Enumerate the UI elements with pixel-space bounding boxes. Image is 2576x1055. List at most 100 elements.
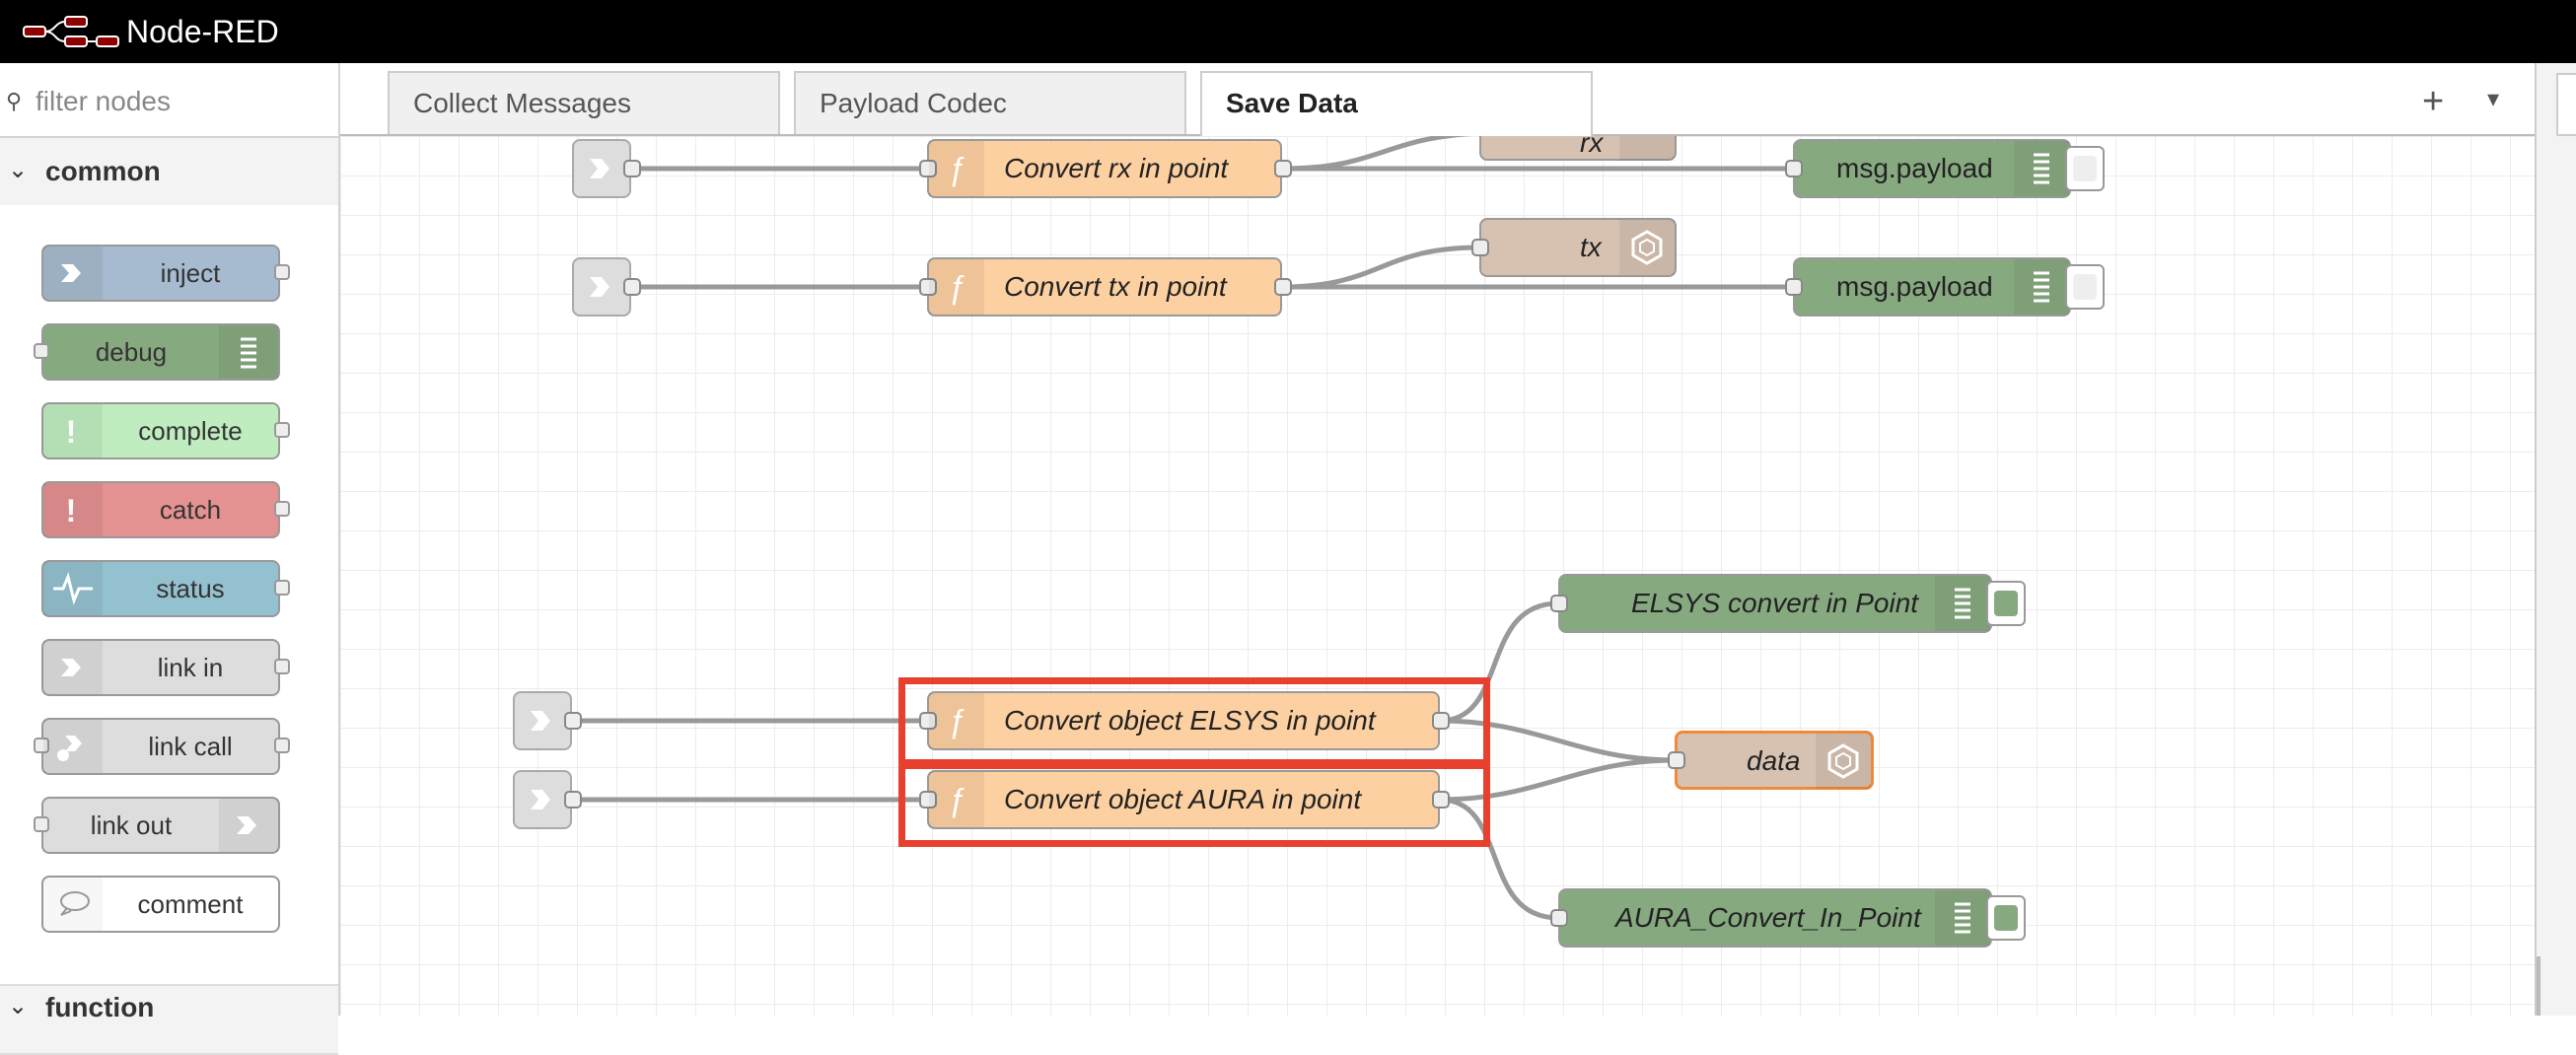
- palette-node-complete[interactable]: ! complete: [41, 402, 290, 459]
- add-flow-button[interactable]: +: [2422, 81, 2445, 122]
- link-in-node[interactable]: [513, 770, 582, 829]
- comment-icon: [43, 878, 103, 931]
- list-icon: [2014, 259, 2069, 315]
- link-in-icon: [574, 141, 629, 196]
- chevron-down-icon: ⌄: [8, 993, 29, 1020]
- flow-workspace[interactable]: [340, 136, 2535, 1016]
- tab-collect-messages[interactable]: Collect Messages: [388, 71, 780, 134]
- debug-node-rx[interactable]: msg.payload: [1785, 139, 2071, 198]
- output-port[interactable]: [1274, 278, 1292, 296]
- exclamation-icon: !: [43, 483, 103, 536]
- node-label: msg.payload: [1836, 153, 1993, 183]
- link-in-icon: [515, 772, 570, 827]
- output-port[interactable]: [623, 160, 641, 177]
- palette-node-status[interactable]: status: [41, 560, 290, 617]
- function-node-rx[interactable]: ƒ Convert rx in point: [919, 139, 1292, 198]
- output-port[interactable]: [564, 791, 582, 809]
- palette-node-link-in[interactable]: link in: [41, 639, 290, 696]
- debug-toggle[interactable]: [2065, 264, 2105, 310]
- list-icon: [1935, 890, 1990, 946]
- function-node-aura[interactable]: ƒ Convert object AURA in point: [919, 770, 1450, 829]
- palette-node-catch[interactable]: ! catch: [41, 481, 290, 538]
- filter-nodes-input[interactable]: [34, 79, 323, 124]
- debug-node-elsys[interactable]: ELSYS convert in Point: [1550, 574, 1992, 633]
- palette-node-label: link call: [148, 732, 233, 761]
- tab-menu-button[interactable]: ▾: [2487, 86, 2500, 112]
- output-port[interactable]: [1432, 791, 1450, 809]
- debug-toggle[interactable]: [1986, 895, 2026, 941]
- debug-node-aura[interactable]: AURA_Convert_In_Point: [1550, 888, 1992, 948]
- output-port: [274, 580, 290, 596]
- header-bar: [0, 0, 2576, 63]
- input-port[interactable]: [919, 160, 937, 177]
- list-icon: [1935, 576, 1990, 631]
- output-port[interactable]: [1432, 712, 1450, 730]
- palette-node-link-call[interactable]: link call: [34, 718, 290, 775]
- debug-toggle[interactable]: [1986, 581, 2026, 626]
- palette-node-label: link out: [90, 810, 173, 840]
- palette-node-label: catch: [159, 495, 222, 525]
- output-port: [274, 422, 290, 438]
- exclamation-icon: !: [43, 404, 103, 457]
- palette-node-link-out[interactable]: link out: [34, 797, 280, 854]
- list-icon: [219, 325, 278, 379]
- output-port[interactable]: [1274, 160, 1292, 177]
- palette-node-inject[interactable]: inject: [41, 245, 290, 302]
- function-icon: ƒ: [929, 693, 984, 748]
- highlight-box-aura: [898, 762, 1490, 847]
- output-port[interactable]: [564, 712, 582, 730]
- node-label: AURA_Convert_In_Point: [1615, 902, 1921, 933]
- palette-node-comment[interactable]: comment: [41, 876, 280, 933]
- scrollbar[interactable]: [2537, 956, 2540, 1016]
- websocket-icon: [1816, 734, 1871, 789]
- input-port[interactable]: [1550, 595, 1568, 612]
- category-label: common: [45, 156, 161, 186]
- palette-node-label: status: [156, 574, 225, 603]
- input-port[interactable]: [1550, 909, 1568, 927]
- function-node-tx[interactable]: ƒ Convert tx in point: [919, 257, 1292, 316]
- websocket-node-tx[interactable]: tx: [1471, 218, 1677, 277]
- node-label: Convert tx in point: [1004, 271, 1227, 302]
- input-port[interactable]: [1471, 239, 1489, 256]
- sidebar-tab[interactable]: [2556, 73, 2576, 136]
- tab-payload-codec[interactable]: Payload Codec: [794, 71, 1186, 134]
- function-icon: ƒ: [929, 141, 984, 196]
- link-out-icon: [219, 799, 278, 852]
- function-icon: ƒ: [929, 259, 984, 315]
- palette-node-label: inject: [160, 258, 221, 288]
- palette-node-debug[interactable]: debug: [34, 323, 280, 381]
- input-port[interactable]: [1785, 278, 1803, 296]
- output-port[interactable]: [623, 278, 641, 296]
- list-icon: [2014, 141, 2069, 196]
- node-label: msg.payload: [1836, 271, 1993, 302]
- link-in-node[interactable]: [572, 257, 641, 316]
- input-port[interactable]: [919, 791, 937, 809]
- link-in-node[interactable]: [572, 139, 641, 198]
- debug-node-tx[interactable]: msg.payload: [1785, 257, 2071, 316]
- input-port[interactable]: [1785, 160, 1803, 177]
- websocket-node-data[interactable]: data: [1668, 731, 1874, 790]
- output-port: [274, 501, 290, 517]
- link-in-node[interactable]: [513, 691, 582, 750]
- tab-save-data[interactable]: Save Data: [1200, 71, 1593, 136]
- output-port: [274, 659, 290, 674]
- search-icon: ⚲: [6, 89, 23, 113]
- debug-toggle[interactable]: [2065, 146, 2105, 191]
- link-in-icon: [515, 693, 570, 748]
- input-port[interactable]: [919, 278, 937, 296]
- output-port: [274, 264, 290, 280]
- node-label: Convert object ELSYS in point: [1004, 705, 1376, 736]
- websocket-icon: [1619, 220, 1675, 275]
- node-label: tx: [1580, 232, 1602, 262]
- input-port: [34, 816, 49, 832]
- function-node-elsys[interactable]: ƒ Convert object ELSYS in point: [919, 691, 1450, 750]
- input-port[interactable]: [919, 712, 937, 730]
- wires: [572, 130, 1793, 921]
- pulse-icon: [43, 562, 103, 615]
- highlight-box-elsys: [898, 677, 1490, 766]
- app-title: Node-RED: [126, 14, 279, 49]
- input-port: [34, 738, 49, 753]
- input-port[interactable]: [1668, 751, 1685, 769]
- palette-node-label: comment: [137, 889, 244, 919]
- node-label: data: [1747, 745, 1801, 776]
